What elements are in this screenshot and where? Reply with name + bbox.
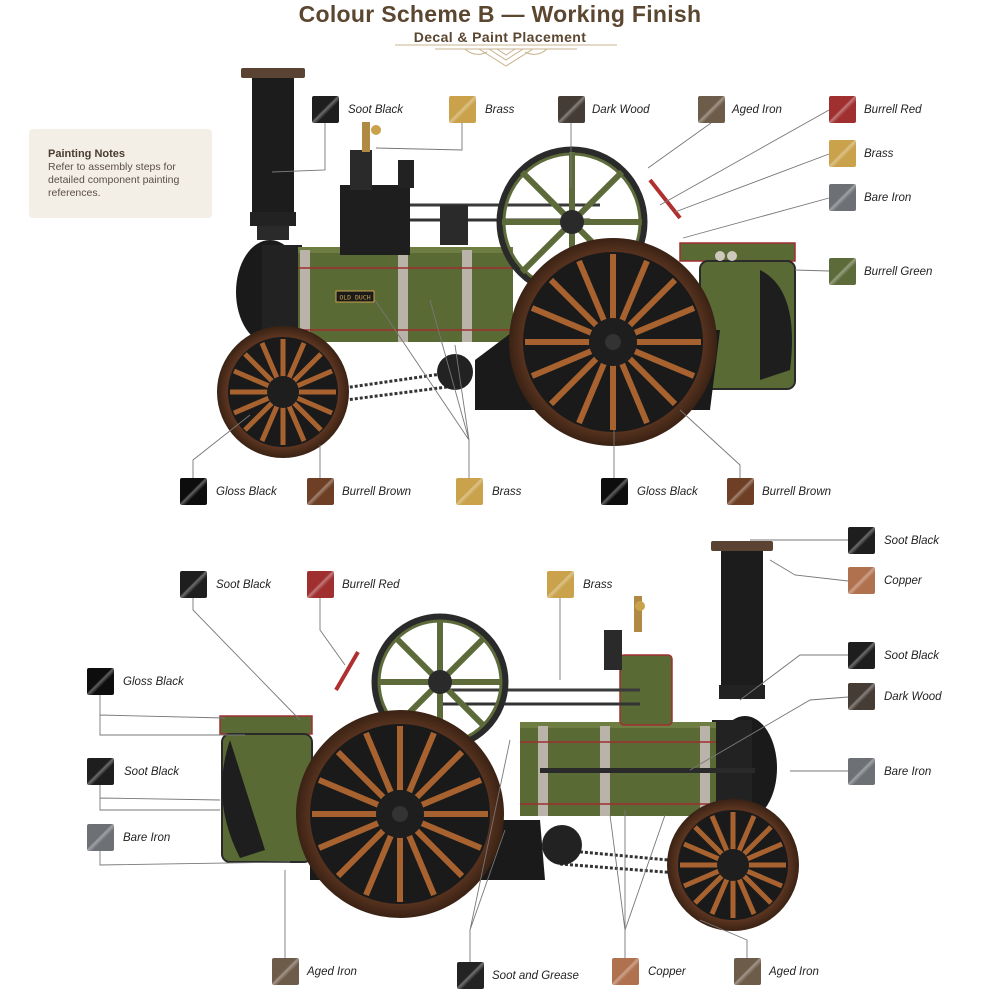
- brass-swatch: [547, 571, 574, 598]
- burrell-green-swatch: [829, 258, 856, 285]
- top-engine: OLD DUCH: [217, 68, 796, 458]
- callout-label: Soot Black: [884, 535, 939, 547]
- bare-iron-swatch: [87, 824, 114, 851]
- callout-leader-line: [674, 153, 830, 213]
- leader-lines: [99, 109, 849, 962]
- gloss-black-swatch: [601, 478, 628, 505]
- callout-label: Gloss Black: [123, 676, 184, 688]
- callout-leader-line: [99, 785, 221, 811]
- top-cylinder-block: [340, 185, 410, 255]
- callout-label: Aged Iron: [307, 966, 357, 978]
- callout-leader-line: [794, 269, 830, 272]
- callout-label: Bare Iron: [123, 832, 171, 844]
- copper-swatch: [848, 567, 875, 594]
- callout-label: Dark Wood: [884, 691, 942, 703]
- soot-black-swatch: [180, 571, 207, 598]
- title-ornament-icon: [395, 44, 617, 67]
- callout-leader-line: [319, 598, 346, 666]
- gloss-black-swatch: [180, 478, 207, 505]
- page-title: Colour Scheme B — Working Finish: [298, 1, 702, 27]
- callout-leader-line: [609, 810, 666, 958]
- callout-label: Soot Black: [348, 104, 403, 116]
- dark-wood-swatch: [848, 683, 875, 710]
- brass-swatch: [829, 140, 856, 167]
- callout-leader-line: [769, 559, 849, 582]
- callout-label: Brass: [492, 486, 522, 498]
- aged-iron-swatch: [734, 958, 761, 985]
- callout-leader-line: [192, 414, 251, 478]
- bare-iron-swatch: [848, 758, 875, 785]
- callout-leader-line: [469, 739, 511, 962]
- callout-label: Gloss Black: [637, 486, 698, 498]
- top-front-wheel: [217, 326, 349, 458]
- burrell-brown-swatch: [307, 478, 334, 505]
- callout-leader-line: [374, 299, 470, 478]
- soot-black-swatch: [848, 527, 875, 554]
- soot-black-swatch: [312, 96, 339, 123]
- callout-label: Copper: [884, 575, 922, 587]
- header: Colour Scheme B — Working Finish Decal &…: [0, 0, 1000, 45]
- painting-notes-title: Painting Notes: [48, 148, 126, 160]
- bottom-front-wheel: [667, 799, 799, 931]
- callout-label: Burrell Brown: [342, 486, 412, 498]
- callout-label: Bare Iron: [884, 766, 932, 778]
- callout-leader-line: [271, 123, 326, 173]
- callout-label: Soot and Grease: [492, 970, 579, 982]
- painting-notes-card: Painting Notes Refer to assembly steps f…: [29, 129, 212, 218]
- callout-label: Aged Iron: [769, 966, 819, 978]
- callout-label: Burrell Red: [864, 104, 922, 116]
- burrell-brown-swatch: [727, 478, 754, 505]
- brass-swatch: [449, 96, 476, 123]
- soot-black-swatch: [87, 758, 114, 785]
- bare-iron-swatch: [829, 184, 856, 211]
- callout-leader-line: [647, 122, 712, 169]
- callout-leader-line: [739, 654, 848, 701]
- callout-leader-line: [679, 409, 741, 478]
- bottom-chimney: [711, 541, 773, 699]
- callout-leader-line: [99, 695, 245, 736]
- callout-label: Brass: [583, 579, 613, 591]
- callout-leader-line: [659, 109, 830, 206]
- callout-leader-line: [192, 598, 301, 721]
- callout-label: Dark Wood: [592, 104, 650, 116]
- page-subtitle: Decal & Paint Placement: [413, 29, 587, 45]
- callout-leader-line: [375, 123, 463, 151]
- callout-label: Burrell Red: [342, 579, 400, 591]
- copper-swatch: [612, 958, 639, 985]
- aged-iron-swatch: [698, 96, 725, 123]
- soot-and-grease-swatch: [457, 962, 484, 989]
- gloss-black-swatch: [87, 668, 114, 695]
- callout-label: Soot Black: [216, 579, 271, 591]
- callout-label: Brass: [485, 104, 515, 116]
- callout-label: Soot Black: [124, 766, 179, 778]
- callout-label: Copper: [648, 966, 686, 978]
- callout-leader-line: [689, 696, 849, 771]
- top-chimney: [241, 68, 305, 240]
- burrell-red-swatch: [829, 96, 856, 123]
- dark-wood-swatch: [558, 96, 585, 123]
- soot-black-swatch: [848, 642, 875, 669]
- callout-leader-line: [682, 197, 830, 239]
- bottom-engine: [219, 541, 799, 931]
- callout-leader-line: [99, 851, 291, 866]
- callout-leader-line: [699, 919, 748, 958]
- callout-label: Soot Black: [884, 650, 939, 662]
- callout-label: Burrell Green: [864, 266, 933, 278]
- callout-label: Gloss Black: [216, 486, 277, 498]
- aged-iron-swatch: [272, 958, 299, 985]
- callout-label: Aged Iron: [732, 104, 782, 116]
- top-rear-wheel: [509, 238, 717, 446]
- bottom-rear-wheel: [296, 710, 504, 918]
- painting-notes-body: Refer to assembly steps for detailed com…: [48, 161, 180, 199]
- brass-swatch: [456, 478, 483, 505]
- top-nameplate: [335, 290, 375, 303]
- top-nameplate-text: OLD DUCH: [339, 294, 370, 302]
- callout-label: Brass: [864, 148, 894, 160]
- callout-label: Burrell Brown: [762, 486, 832, 498]
- callout-label: Bare Iron: [864, 192, 912, 204]
- burrell-red-swatch: [307, 571, 334, 598]
